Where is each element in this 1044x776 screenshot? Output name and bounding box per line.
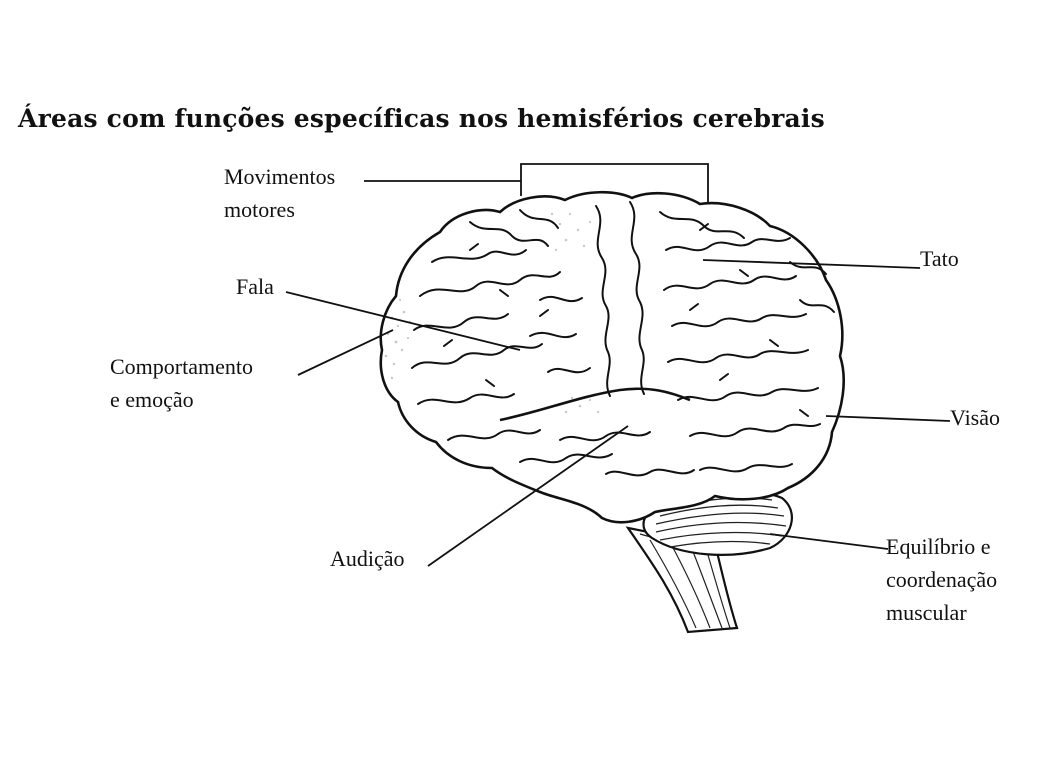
leader-audicao — [427, 425, 629, 567]
label-visao-line1: Visão — [950, 405, 1001, 430]
leader-fala — [285, 291, 521, 351]
label-visao: Visão — [950, 401, 1000, 434]
label-equilibrio-line2: coordenação — [886, 567, 998, 592]
label-equilibrio-line3: muscular — [886, 600, 967, 625]
leader-equilibrio — [769, 533, 889, 550]
label-equilibrio: Equilíbrio e coordenação muscular — [886, 530, 997, 629]
label-comportamento-line2: e emoção — [110, 387, 194, 412]
label-fala-line1: Fala — [236, 274, 274, 299]
brain-gyri — [411, 201, 835, 477]
cerebrum — [379, 190, 846, 524]
label-movimentos-motores: Movimentos motores — [224, 160, 335, 226]
leader-tato — [702, 259, 921, 269]
label-tato-line1: Tato — [920, 246, 959, 271]
leader-lines — [285, 163, 951, 567]
label-audicao-line1: Audição — [330, 546, 405, 571]
label-tato: Tato — [920, 242, 959, 275]
bracket-movimentos — [520, 163, 709, 202]
label-equilibrio-line1: Equilíbrio e — [886, 534, 991, 559]
label-audicao: Audição — [330, 542, 405, 575]
lateral-sulcus — [499, 387, 691, 422]
label-movimentos-line1: Movimentos — [224, 164, 336, 189]
figure-title: Áreas com funções específicas nos hemisf… — [18, 104, 825, 133]
label-comportamento-emocao: Comportamento e emoção — [110, 350, 253, 416]
leader-comportamento — [297, 329, 394, 376]
leader-visao — [825, 415, 951, 422]
label-fala: Fala — [236, 270, 274, 303]
label-comportamento-line1: Comportamento — [110, 354, 253, 379]
label-movimentos-line2: motores — [224, 197, 295, 222]
